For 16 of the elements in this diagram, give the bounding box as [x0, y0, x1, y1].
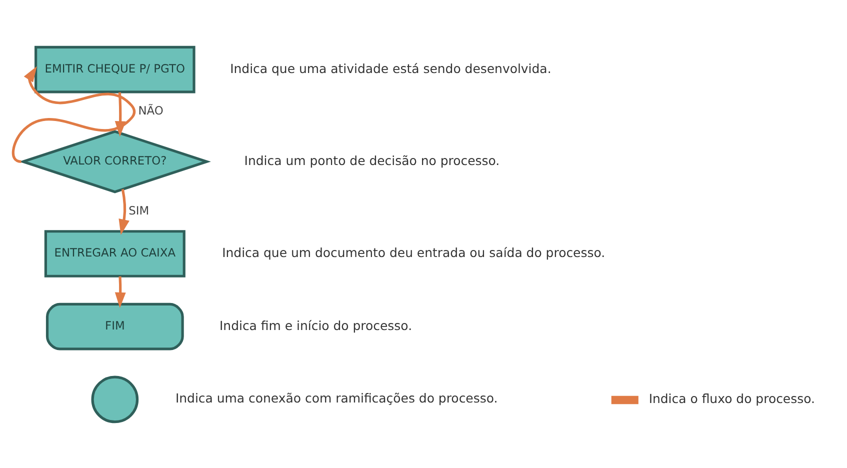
node-label: Indica uma conexão com ramificações do processo.	[175, 390, 498, 406]
node-label: Indica um ponto de decisão no processo.	[244, 152, 500, 168]
legend-label: Indica o fluxo do processo.	[648, 390, 815, 406]
node-diamond: VALOR CORRETO?	[18, 130, 211, 193]
node-label: Indica fim e início do processo.	[219, 317, 412, 332]
edge-label: NÃO	[138, 103, 164, 118]
node-box: ENTREGAR AO CAIXA	[44, 230, 186, 277]
arrow	[118, 188, 130, 234]
node-circle	[91, 375, 139, 423]
node-box: FIM	[46, 302, 184, 350]
node-box: EMITIR CHEQUE P/ PGTO	[34, 45, 196, 93]
node-label: Indica que um documento deu entrada ou saída do processo.	[222, 244, 606, 260]
arrow	[114, 276, 126, 308]
edge-label: SIM	[128, 203, 150, 218]
node-label: Indica que uma atividade está sendo desenvolvida.	[230, 60, 552, 76]
arrow	[12, 66, 136, 162]
